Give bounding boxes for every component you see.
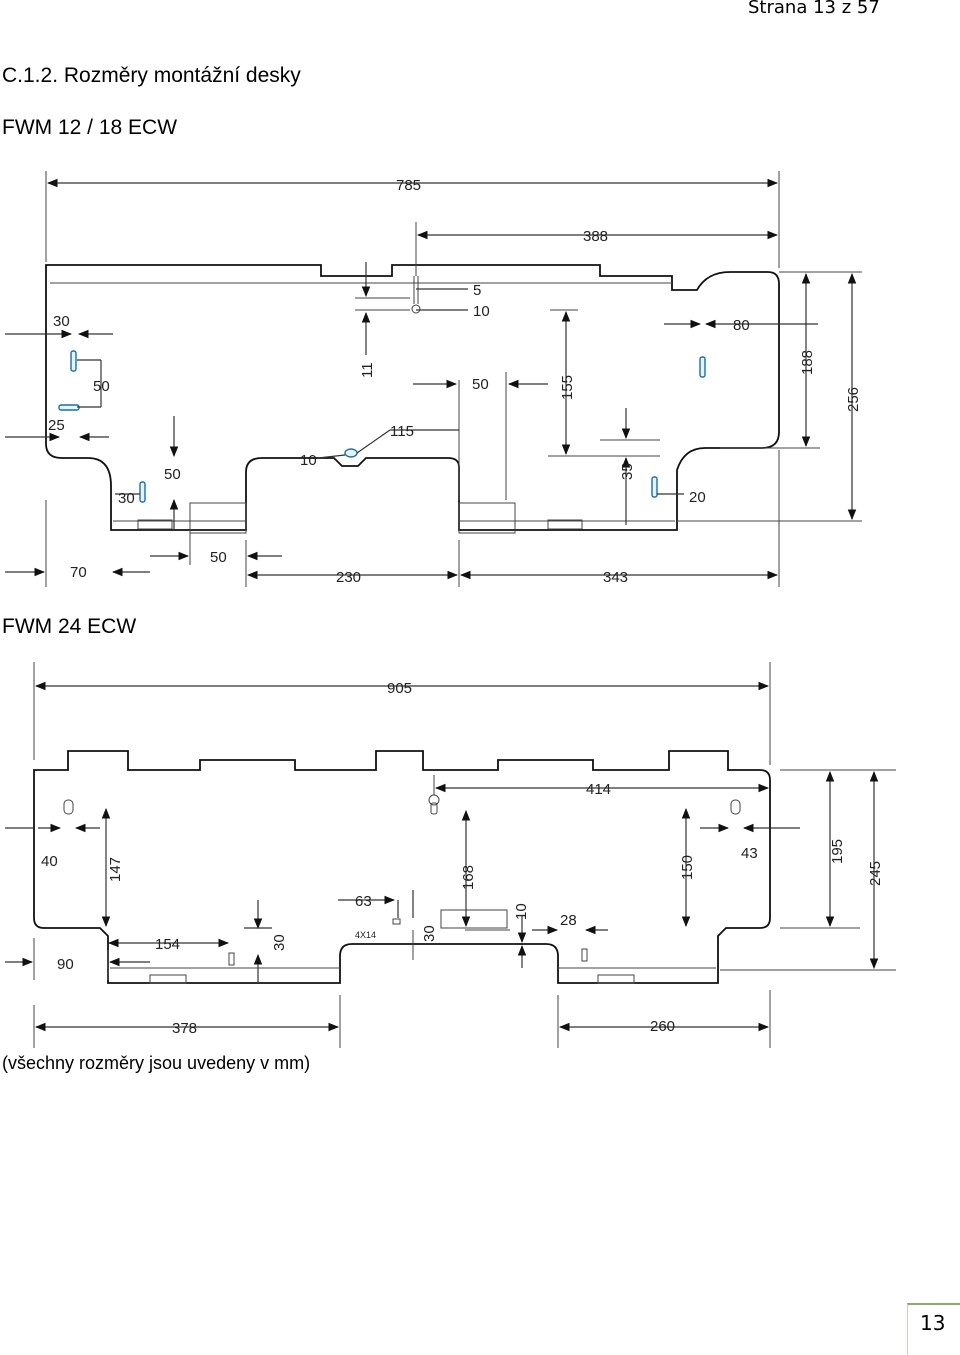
model-title-fwm-24: FWM 24 ECW <box>2 615 137 638</box>
mounting-plate-outline <box>45 264 780 531</box>
hang-hole <box>411 304 421 314</box>
dim-30-left: 30 <box>271 934 288 951</box>
dim-90: 90 <box>57 956 74 973</box>
dim-785: 785 <box>396 177 421 194</box>
dim-388: 388 <box>583 228 608 245</box>
dim-147: 147 <box>107 857 124 882</box>
dim-80: 80 <box>733 317 750 334</box>
section-title: C.1.2. Rozměry montážní desky <box>2 64 301 87</box>
dim-28: 28 <box>560 912 577 929</box>
dim-4x14: 4X14 <box>355 930 376 940</box>
dim-50-lower: 50 <box>164 466 181 483</box>
dim-905: 905 <box>387 680 412 697</box>
dim-230: 230 <box>336 569 361 586</box>
mounting-plate-outline <box>33 750 771 984</box>
dim-414: 414 <box>586 781 611 798</box>
drawing-fwm-24: 905 414 40 43 63 4X14 28 154 90 378 260 … <box>5 662 896 1048</box>
dim-50-center: 50 <box>472 376 489 393</box>
dim-5: 5 <box>473 282 481 299</box>
slot-hole <box>70 350 77 372</box>
dim-195: 195 <box>829 839 846 864</box>
dim-10: 10 <box>513 903 530 920</box>
dim-115: 115 <box>390 423 414 440</box>
dim-43: 43 <box>741 845 758 862</box>
dim-40: 40 <box>41 853 58 870</box>
dim-63: 63 <box>355 893 372 910</box>
dim-154: 154 <box>155 936 180 953</box>
slot-hole <box>139 481 146 503</box>
dim-10-keyhole: 10 <box>300 452 317 469</box>
dim-25: 25 <box>48 417 65 434</box>
dim-245: 245 <box>867 861 884 886</box>
dim-50-bottom: 50 <box>210 549 227 566</box>
dim-168: 168 <box>460 865 477 890</box>
keyhole <box>344 448 358 458</box>
dim-30-top-left: 30 <box>53 313 70 330</box>
dim-11: 11 <box>359 362 376 378</box>
dim-35: 35 <box>619 463 636 480</box>
page-header: Strana 13 z 57 <box>748 0 880 18</box>
dim-155: 155 <box>559 375 576 400</box>
dim-378: 378 <box>172 1020 197 1037</box>
dim-30-center: 30 <box>421 925 438 942</box>
dim-20: 20 <box>689 489 706 506</box>
units-note: (všechny rozměry jsou uvedeny v mm) <box>2 1053 311 1073</box>
dim-256: 256 <box>845 387 862 412</box>
dim-10-hole: 10 <box>473 303 490 320</box>
dim-188: 188 <box>799 350 816 375</box>
model-title-fwm-12-18: FWM 12 / 18 ECW <box>2 116 178 139</box>
dim-260: 260 <box>650 1018 675 1035</box>
slot-hole <box>699 356 706 378</box>
page-number-box: 13 <box>907 1303 960 1355</box>
page-number: 13 <box>920 1311 946 1335</box>
dim-150: 150 <box>679 855 696 880</box>
drawing-fwm-12-18: 785 388 5 10 30 80 50 50 25 115 10 50 30… <box>5 171 862 587</box>
dim-70: 70 <box>70 564 87 581</box>
slot-hole <box>58 404 80 411</box>
dim-30-lower: 30 <box>118 490 135 507</box>
dim-343: 343 <box>603 569 628 586</box>
slot-hole <box>651 476 658 498</box>
dim-50-left: 50 <box>93 378 110 395</box>
